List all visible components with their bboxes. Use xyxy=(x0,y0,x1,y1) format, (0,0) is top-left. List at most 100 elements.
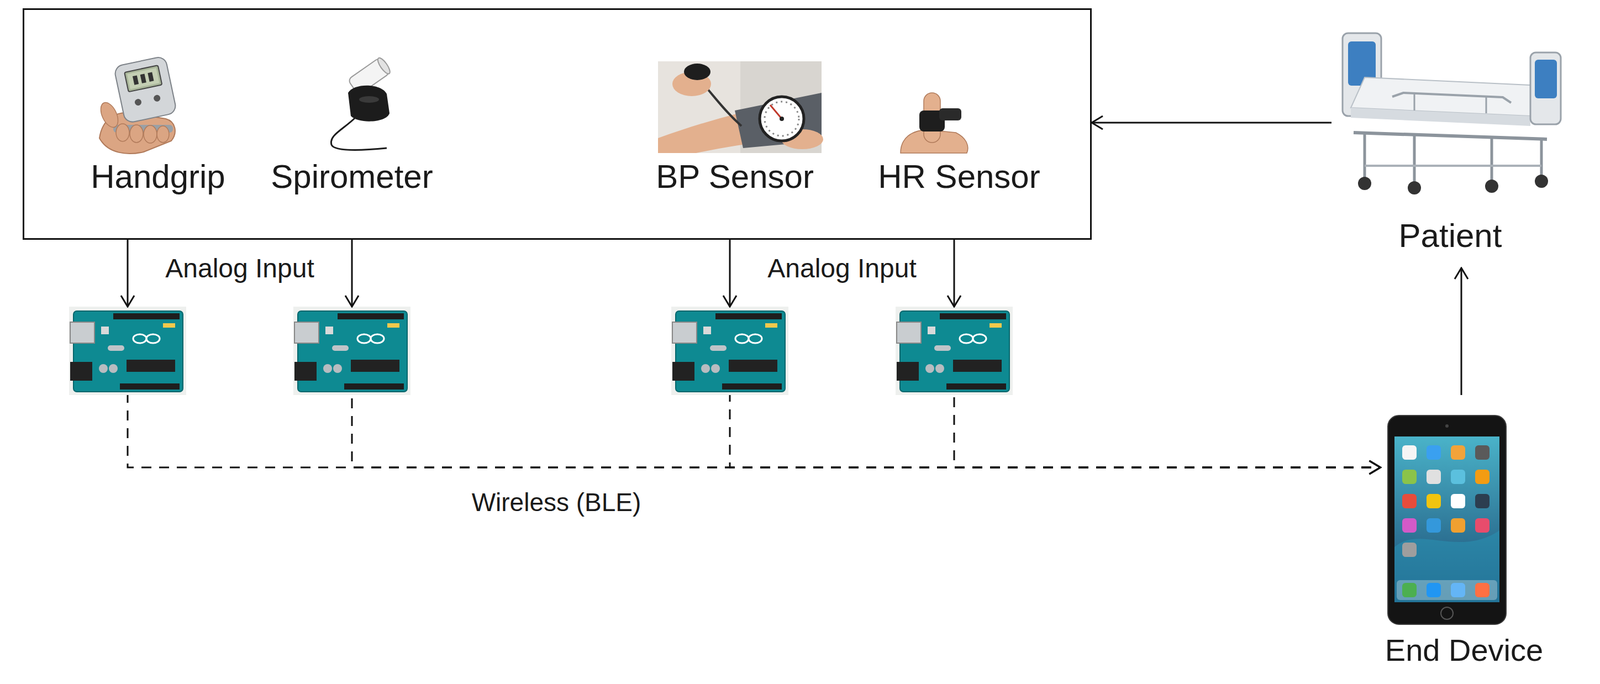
connector-arrow xyxy=(953,239,956,307)
tablet-illustration xyxy=(1426,493,1441,509)
arduino-board xyxy=(293,306,411,396)
tablet-illustration xyxy=(1387,415,1507,625)
connector-arrow xyxy=(351,395,1381,468)
connector-arrow xyxy=(1460,267,1463,396)
handgrip-illustration xyxy=(132,75,139,85)
tablet-illustration xyxy=(1402,582,1417,598)
tablet-illustration xyxy=(1426,445,1441,460)
tablet-illustration xyxy=(1402,445,1417,460)
hospital-bed-illustration xyxy=(1490,137,1494,182)
spirometer-illustration xyxy=(330,56,392,151)
tablet-illustration xyxy=(1450,445,1466,460)
node-label: Spirometer xyxy=(270,157,433,196)
handgrip-illustration xyxy=(124,65,162,92)
hospital-bed-illustration xyxy=(1413,93,1416,111)
connector-group xyxy=(127,122,1462,468)
hospital-bed-illustration xyxy=(1534,174,1549,188)
tablet-illustration xyxy=(1402,518,1417,533)
connector-arrow xyxy=(351,239,354,307)
handgrip-illustration xyxy=(140,74,147,84)
hospital-bed-illustration xyxy=(1353,132,1547,140)
annotation-label: Analog Input xyxy=(165,253,315,284)
spirometer-illustration xyxy=(359,96,380,103)
handgrip-illustration xyxy=(153,94,161,103)
bp-cuff-illustration xyxy=(779,116,784,121)
node-label: Patient xyxy=(1398,216,1503,255)
arduino-board xyxy=(895,306,1013,396)
spirometer-illustration xyxy=(348,85,390,122)
arduino-board xyxy=(69,306,187,396)
spirometer-illustration xyxy=(375,56,392,76)
connector-arrow xyxy=(127,395,1381,468)
handgrip-illustration xyxy=(129,124,144,143)
spirometer-illustration xyxy=(330,118,387,150)
connector-arrow xyxy=(729,239,731,307)
node-label: HR Sensor xyxy=(877,157,1040,196)
bp-cuff-illustration xyxy=(770,104,782,119)
node-label: Handgrip xyxy=(90,157,226,196)
hospital-bed-illustration xyxy=(1358,176,1372,191)
hospital-bed-illustration xyxy=(1534,59,1557,99)
end-device-node: End Device xyxy=(1380,395,1549,668)
hospital-bed-illustration xyxy=(1530,52,1561,125)
tablet-illustration xyxy=(1426,469,1441,484)
tablet-illustration xyxy=(1426,582,1441,598)
hr-sensor-illustration xyxy=(939,108,962,121)
hospital-bed-illustration xyxy=(1350,107,1531,126)
annotation-label: Wireless (BLE) xyxy=(471,487,642,518)
tablet-illustration xyxy=(1475,469,1490,484)
tablet-illustration xyxy=(1450,493,1466,509)
bp-cuff-illustration xyxy=(683,63,711,81)
hospital-bed-illustration xyxy=(1540,138,1544,176)
bp-cuff-illustration xyxy=(759,96,804,141)
tablet-illustration xyxy=(1450,582,1466,598)
node-label: End Device xyxy=(1385,632,1544,668)
handgrip-illustration xyxy=(97,100,122,130)
sensor-node: Handgrip xyxy=(75,55,241,240)
patient-node: Patient xyxy=(1331,16,1570,268)
tablet-illustration xyxy=(1475,518,1490,533)
connector-arrow xyxy=(127,239,129,307)
arduino-illustration xyxy=(69,306,1013,396)
tablet-illustration xyxy=(1450,469,1466,484)
tablet-illustration xyxy=(1394,530,1500,603)
sensor-node: BP Sensor xyxy=(640,55,829,240)
hospital-bed-illustration xyxy=(1407,181,1421,195)
tablet-illustration xyxy=(1394,436,1500,603)
arduino-illustration xyxy=(293,306,411,396)
annotation-label: Analog Input xyxy=(767,253,917,284)
hospital-bed-illustration xyxy=(1392,92,1512,103)
hospital-bed-illustration xyxy=(1342,33,1561,195)
tablet-illustration xyxy=(1402,469,1417,484)
connector-arrow xyxy=(1091,122,1332,124)
hr-sensor-illustration xyxy=(900,92,968,154)
tablet-illustration xyxy=(1402,493,1417,509)
tablet-illustration xyxy=(1402,542,1417,557)
handgrip-illustration xyxy=(147,72,154,82)
handgrip-illustration xyxy=(116,123,130,142)
bp-cuff-illustration xyxy=(658,61,824,154)
handgrip-illustration xyxy=(134,98,142,107)
handgrip-illustration xyxy=(113,55,178,124)
handgrip-illustration xyxy=(143,125,157,144)
tablet-illustration xyxy=(1475,582,1490,598)
sensor-node: Spirometer xyxy=(263,55,441,240)
tablet-illustration xyxy=(1426,518,1441,533)
hospital-bed-illustration xyxy=(1413,134,1417,184)
tablet-illustration xyxy=(1475,445,1490,460)
hospital-bed-illustration xyxy=(1485,96,1488,114)
hospital-bed-illustration xyxy=(1485,179,1499,193)
handgrip-illustration xyxy=(97,55,177,154)
connector-arrow xyxy=(954,395,1381,468)
bp-cuff-illustration xyxy=(764,101,799,136)
arduino-illustration xyxy=(69,306,187,396)
sensor-node: HR Sensor xyxy=(870,55,1048,240)
tablet-illustration xyxy=(1450,518,1466,533)
tablet-illustration xyxy=(1440,607,1454,620)
tablet-illustration xyxy=(1387,415,1507,625)
arduino-illustration xyxy=(671,306,789,396)
connector-arrow xyxy=(729,395,1381,468)
